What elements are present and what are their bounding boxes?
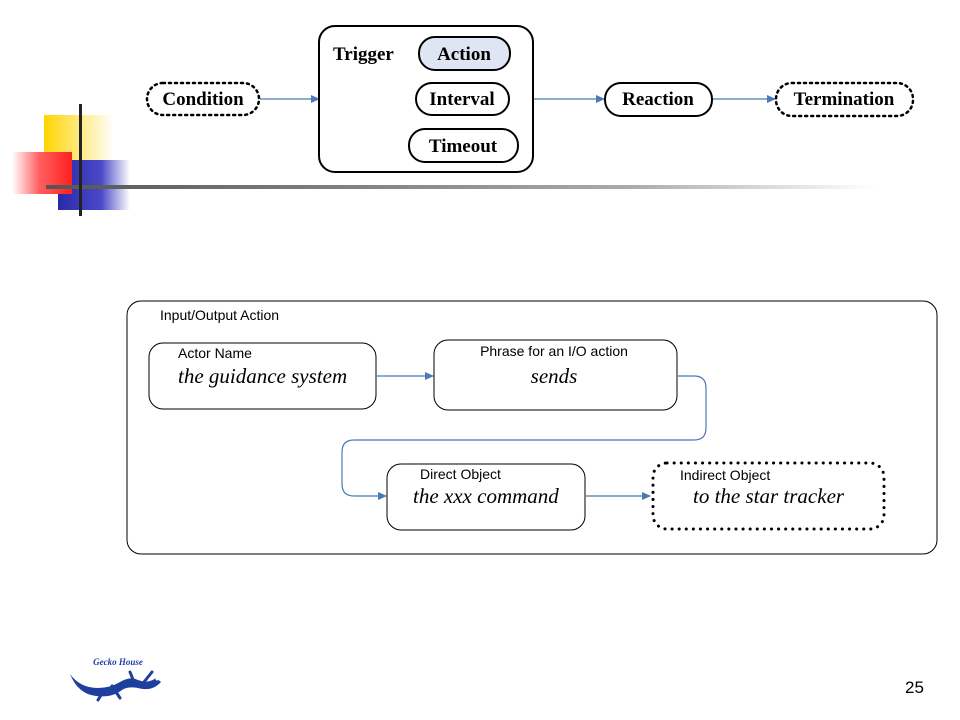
actor-value: the guidance system xyxy=(178,364,347,388)
top-flow-diagram: Condition Trigger Action Interval Timeou… xyxy=(145,25,915,173)
io-action-title: Input/Output Action xyxy=(160,307,279,323)
deco-horizontal-rule xyxy=(46,185,876,189)
direct-object-node: Direct Object the xxx command xyxy=(386,463,586,531)
gecko-house-logo: Gecko House xyxy=(70,657,161,702)
action-node: Action xyxy=(418,36,511,71)
actor-label: Actor Name xyxy=(178,345,252,361)
slide-decoration xyxy=(12,104,876,216)
condition-node: Condition xyxy=(145,81,261,117)
interval-label: Interval xyxy=(429,89,494,110)
page-number: 25 xyxy=(905,678,924,697)
reaction-node: Reaction xyxy=(604,82,713,117)
termination-node: Termination xyxy=(774,81,915,118)
termination-label: Termination xyxy=(794,89,895,110)
arrow-phrase-to-direct xyxy=(341,375,707,500)
trigger-label: Trigger xyxy=(333,44,394,65)
actor-node: Actor Name the guidance system xyxy=(148,342,377,410)
io-action-diagram: Input/Output Action Actor Name the guida… xyxy=(126,300,938,555)
phrase-node: Phrase for an I/O action sends xyxy=(433,339,678,411)
condition-label: Condition xyxy=(162,89,244,110)
direct-object-label: Direct Object xyxy=(420,466,501,482)
interval-node: Interval xyxy=(415,82,510,116)
timeout-label: Timeout xyxy=(429,136,498,157)
phrase-value: sends xyxy=(531,364,578,388)
indirect-object-value: to the star tracker xyxy=(693,484,845,508)
reaction-label: Reaction xyxy=(622,89,694,110)
action-label: Action xyxy=(437,44,491,65)
gecko-icon xyxy=(70,674,161,697)
indirect-object-node: Indirect Object to the star tracker xyxy=(651,461,886,531)
phrase-label: Phrase for an I/O action xyxy=(480,343,628,359)
indirect-object-label: Indirect Object xyxy=(680,467,770,483)
logo-text: Gecko House xyxy=(93,657,143,667)
direct-object-value: the xxx command xyxy=(413,484,559,508)
trigger-group: Trigger Action Interval Timeout xyxy=(318,25,534,173)
deco-vertical-rule xyxy=(79,104,82,216)
timeout-node: Timeout xyxy=(408,128,519,163)
